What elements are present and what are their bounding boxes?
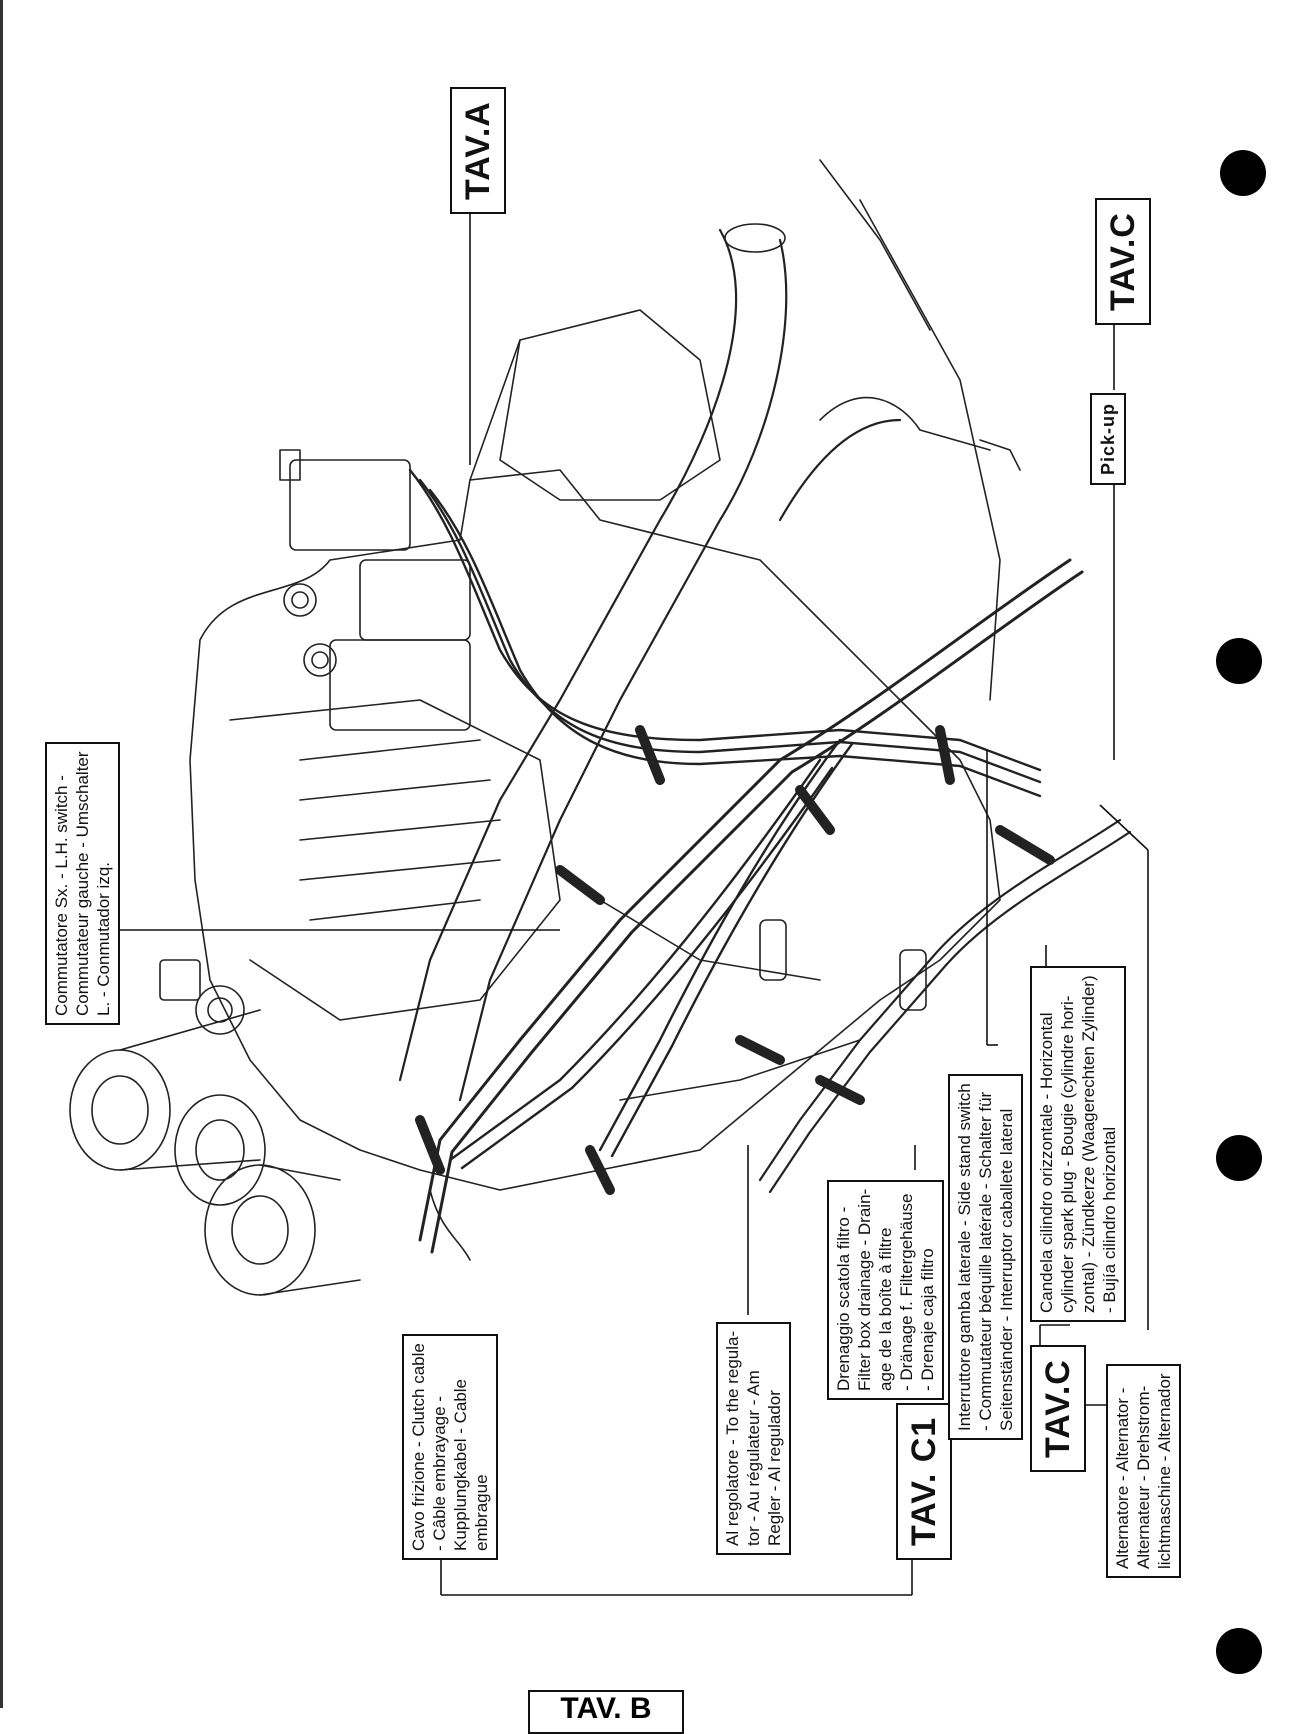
filter-drain-line-1: Drenaggio scatola filtro -: [834, 1206, 853, 1391]
filter-drain-line-4: - Dränage f. Filtergehäuse: [897, 1193, 916, 1392]
clutch-cable-line-3: Kupplungkabel - Cable: [451, 1378, 470, 1551]
spark-plug-line-3: zontal) - Zündkerze (Waagerechten Zylind…: [1079, 975, 1098, 1313]
clutch-cable-line-4: embrague: [472, 1474, 491, 1551]
filter-drain-line-5: - Drenaje caja filtro: [918, 1248, 937, 1391]
side-stand-line-2: - Commutateur béquille latérale - Schalt…: [976, 1091, 995, 1431]
clutch-cable-callout: Cavo frizione - Clutch cable - Câble emb…: [402, 1334, 498, 1560]
registration-dot-1: [1220, 150, 1266, 196]
page-edge-line: [0, 0, 3, 1708]
side-stand-callout: Interruttore gamba laterale - Side stand…: [948, 1074, 1023, 1440]
alternator-line-1: Alternatore - Alternator -: [1113, 1387, 1132, 1569]
clutch-cable-line-2: - Câble embrayage -: [430, 1396, 449, 1551]
spark-plug-line-2: cylinder spark plug - Bougie (cylindre h…: [1058, 995, 1077, 1313]
filter-drain-line-3: age de la boîte à filtre: [876, 1227, 895, 1391]
filter-drain-callout: Drenaggio scatola filtro - Filter box dr…: [827, 1179, 944, 1400]
tav-c-top-tag: TAV.C: [1095, 198, 1151, 325]
left-switch-line-2: Commutateur gauche - Umschalter: [73, 751, 92, 1016]
regulator-callout: Al regolatore - To the regula- tor - Au …: [716, 1321, 791, 1555]
registration-dot-2: [1216, 638, 1262, 684]
left-switch-callout: Commutatore Sx. - L.H. switch - Commutat…: [45, 742, 120, 1025]
regulator-line-1: Al regolatore - To the regula-: [723, 1330, 742, 1546]
side-stand-line-3: Seitenständer - Interruptor caballete la…: [997, 1108, 1016, 1431]
spark-plug-line-1: Candela cilindro orizzontale - Horizonta…: [1037, 1012, 1056, 1313]
spark-plug-line-4: - Bujía cilindro horizontal: [1100, 1126, 1119, 1313]
tav-a-tag: TAV.A: [450, 87, 506, 214]
alternator-line-3: lichtmaschine - Alternador: [1155, 1373, 1174, 1569]
pickup-tag: Pick-up: [1090, 392, 1126, 485]
bottom-tav-b-tag: TAV. B: [528, 1690, 684, 1734]
tav-c1-tag: TAV. C1: [896, 1402, 952, 1560]
filter-drain-line-2: Filter box drainage - Drain-: [855, 1188, 874, 1391]
left-switch-line-1: Commutatore Sx. - L.H. switch -: [52, 775, 71, 1016]
spark-plug-callout: Candela cilindro orizzontale - Horizonta…: [1030, 966, 1126, 1322]
tav-c-bottom-tag: TAV.C: [1030, 1345, 1086, 1472]
side-stand-line-1: Interruttore gamba laterale - Side stand…: [955, 1083, 974, 1431]
registration-dot-3: [1216, 1135, 1262, 1181]
alternator-line-2: Alternateur - Drehstrom-: [1134, 1385, 1153, 1569]
regulator-line-2: tor - Au régulateur - Am: [744, 1370, 763, 1546]
clutch-cable-line-1: Cavo frizione - Clutch cable: [409, 1343, 428, 1551]
left-switch-line-3: L. - Conmutador izq.: [94, 861, 113, 1016]
registration-dot-4: [1216, 1628, 1262, 1674]
regulator-line-3: Regler - Al regulador: [765, 1390, 784, 1546]
alternator-callout: Alternatore - Alternator - Alternateur -…: [1106, 1364, 1181, 1578]
